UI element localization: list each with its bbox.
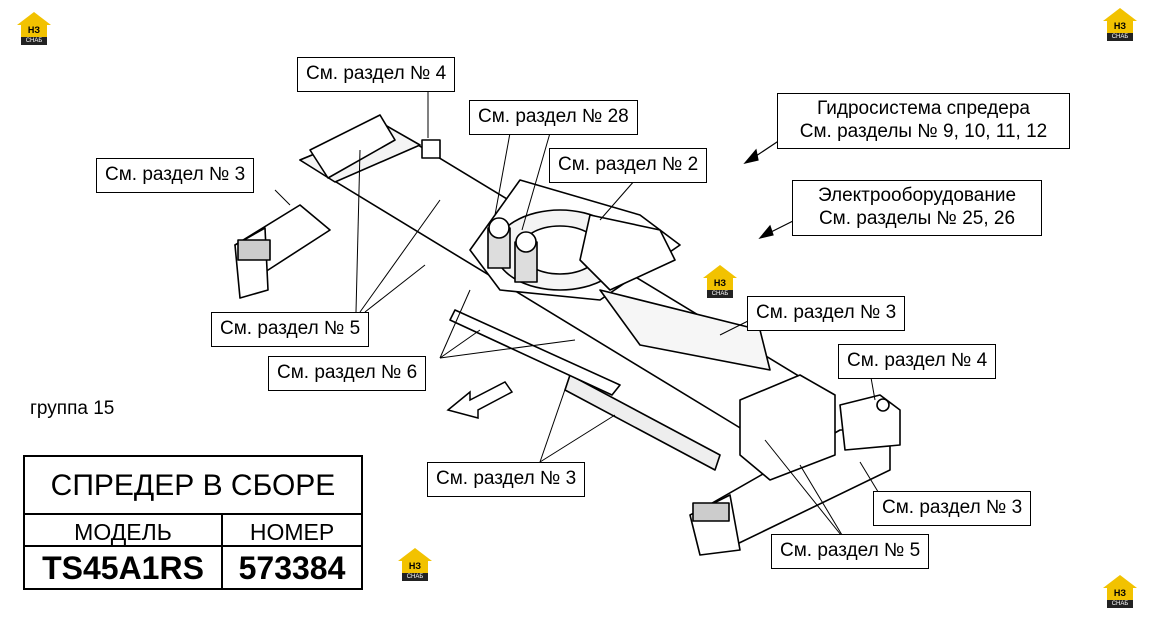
direction-arrow [446,381,514,419]
callout-hydraulics: Гидросистема спредера См. разделы № 9, 1… [777,93,1070,149]
nz-snab-logo: НЗ СНАБ [703,265,737,299]
logo-mark: НЗ [402,560,428,573]
callout-section-3-bottom-center: См. раздел № 3 [427,462,586,497]
title-block-title: СПРЕДЕР В СБОРЕ [50,469,336,502]
callout-section-4-top: См. раздел № 4 [297,57,456,92]
right-twistlock [692,502,730,522]
nz-snab-logo: НЗ СНАБ [17,12,51,46]
logo-sub: СНАБ [21,37,47,45]
left-bracket [309,114,396,179]
column-divider [221,515,223,590]
top-sensor [421,139,441,159]
logo-mark: НЗ [1107,587,1133,600]
callout-section-2: См. раздел № 2 [549,148,708,183]
logo-sub: СНАБ [1107,600,1133,608]
logo-sub: СНАБ [402,573,428,581]
logo-mark: НЗ [1107,20,1133,33]
number-value: 573384 [238,550,346,586]
logo-sub: СНАБ [707,290,733,298]
left-twistlock [237,239,271,261]
number-header: НОМЕР [249,518,335,545]
hydraulics-title: Гидросистема спредера [817,98,1030,119]
electrical-sections: См. разделы № 25, 26 [818,207,1016,229]
callout-electrical: Электрооборудование См. разделы № 25, 26 [792,180,1042,236]
electrical-title: Электрооборудование [817,185,1017,206]
mid-extension [599,289,771,371]
callout-section-3-left: См. раздел № 3 [96,158,255,193]
logo-mark: НЗ [707,277,733,290]
title-block: СПРЕДЕР В СБОРЕ МОДЕЛЬ НОМЕР TS45A1RS 57… [23,455,363,590]
title-divider [25,513,361,515]
right-sensor [876,398,890,412]
callout-section-5-left: См. раздел № 5 [211,312,370,347]
callout-section-4-right: См. раздел № 4 [838,344,997,379]
callout-section-3-bottom-right: См. раздел № 3 [873,491,1032,526]
nz-snab-logo: НЗ СНАБ [1103,575,1137,609]
callout-section-6: См. раздел № 6 [268,356,427,391]
left-end-foot [234,227,269,299]
callout-section-28: См. раздел № 28 [469,100,638,135]
nz-snab-logo: НЗ СНАБ [1103,8,1137,42]
right-bracket [739,374,836,481]
hydraulics-sections: См. разделы № 9, 10, 11, 12 [799,120,1048,142]
logo-sub: СНАБ [1107,33,1133,41]
group-label: группа 15 [30,398,115,419]
header-divider [25,545,361,547]
logo-mark: НЗ [21,24,47,37]
headblock [579,214,676,291]
right-top-block [839,394,901,451]
model-header: МОДЕЛЬ [74,518,172,545]
nz-snab-logo: НЗ СНАБ [398,548,432,582]
slide-rail [449,309,621,396]
callout-section-3-right: См. раздел № 3 [747,296,906,331]
callout-section-5-bottom: См. раздел № 5 [771,534,930,569]
model-value: TS45A1RS [42,550,204,586]
